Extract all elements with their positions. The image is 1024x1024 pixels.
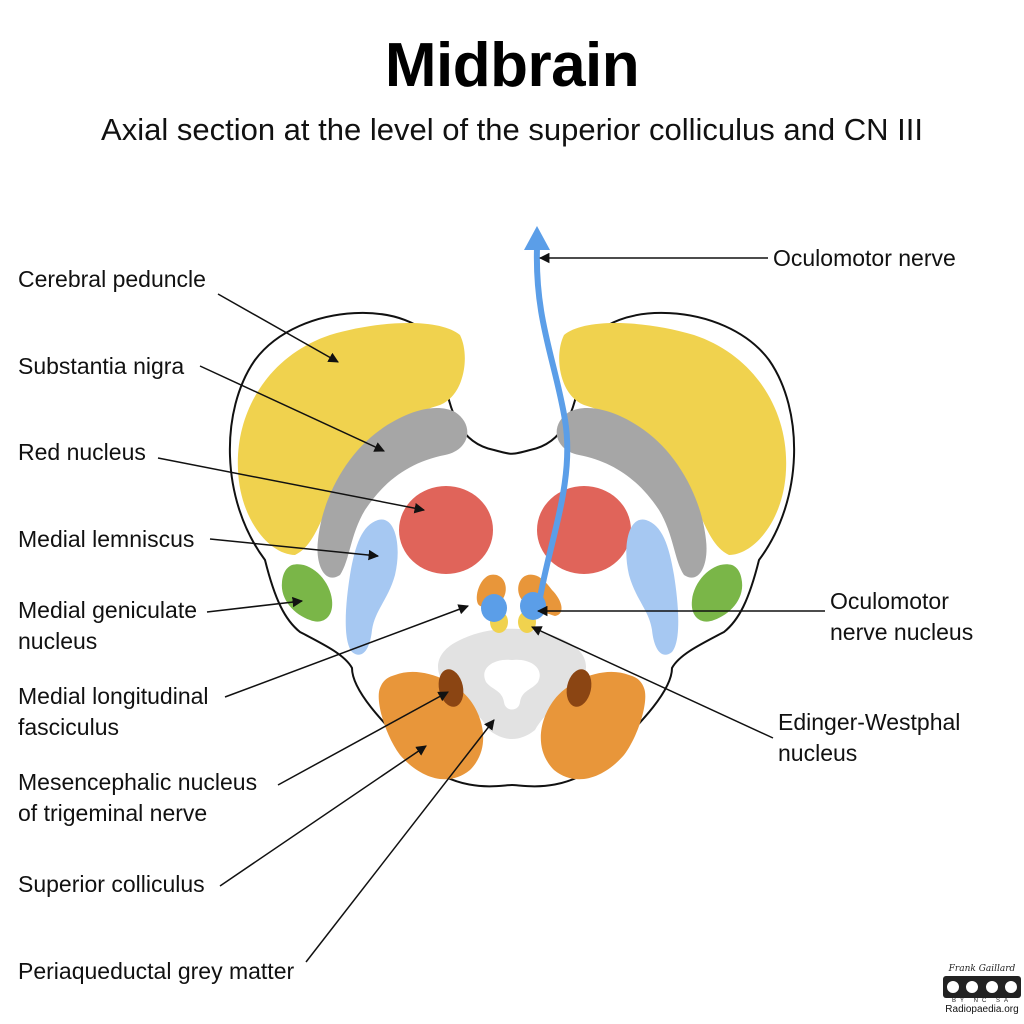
label-edinger-westphal: Edinger-Westphal nucleus bbox=[778, 707, 960, 769]
substantia-nigra-right bbox=[556, 408, 707, 578]
label-oculomotor-nucleus: Oculomotor nerve nucleus bbox=[830, 586, 973, 648]
oculomotor-nerve-fiber bbox=[533, 245, 571, 601]
medial-lemniscus-left bbox=[345, 519, 398, 655]
site-name[interactable]: Radiopaedia.org bbox=[945, 1004, 1019, 1015]
mesencephalic-nucleus-right bbox=[566, 669, 592, 707]
label-edinger-westphal-line2: nucleus bbox=[778, 740, 858, 766]
label-edinger-westphal-line1: Edinger-Westphal bbox=[778, 709, 961, 735]
label-medial-geniculate-line1: Medial geniculate bbox=[18, 597, 198, 623]
medial-lemniscus-right bbox=[626, 519, 679, 655]
author-signature: Frank Gaillard bbox=[948, 964, 1016, 974]
label-medial-longitudinal-line1: Medial longitudinal bbox=[18, 683, 209, 709]
red-nucleus-left bbox=[399, 486, 493, 574]
label-mesencephalic-line2: of trigeminal nerve bbox=[18, 800, 208, 826]
nc-icon bbox=[984, 980, 999, 994]
leader-superior-colliculus bbox=[219, 745, 427, 887]
leader-medial-longitudinal bbox=[224, 604, 469, 698]
by-icon bbox=[965, 980, 980, 994]
label-oculomotor-nucleus-line1: Oculomotor bbox=[830, 588, 949, 614]
cc-license-badge bbox=[943, 976, 1021, 998]
credit-block: Frank Gaillard BY NC SA Radiopaedia.org bbox=[942, 964, 1022, 1015]
label-oculomotor-nerve: Oculomotor nerve bbox=[773, 245, 956, 271]
leader-cerebral-peduncle bbox=[217, 293, 339, 363]
label-periaqueductal: Periaqueductal grey matter bbox=[18, 958, 295, 984]
leader-periaqueductal bbox=[305, 719, 495, 963]
leader-medial-geniculate bbox=[206, 596, 304, 613]
leader-edinger-westphal bbox=[531, 626, 774, 739]
label-superior-colliculus: Superior colliculus bbox=[18, 871, 205, 897]
leader-medial-lemniscus bbox=[209, 538, 380, 561]
label-mesencephalic-line1: Mesencephalic nucleus bbox=[18, 769, 258, 795]
leader-substantia-nigra bbox=[199, 365, 385, 452]
oculomotor-nerve-arrowhead bbox=[524, 226, 550, 250]
label-mesencephalic: Mesencephalic nucleus of trigeminal nerv… bbox=[18, 767, 257, 829]
label-medial-longitudinal-line2: fasciculus bbox=[18, 714, 119, 740]
sa-icon bbox=[1004, 980, 1019, 994]
substantia-nigra-left bbox=[317, 408, 468, 578]
label-red-nucleus: Red nucleus bbox=[18, 439, 146, 465]
label-cerebral-peduncle: Cerebral peduncle bbox=[18, 266, 206, 292]
page-subtitle: Axial section at the level of the superi… bbox=[101, 112, 923, 147]
label-medial-lemniscus: Medial lemniscus bbox=[18, 526, 195, 552]
superior-colliculus-right bbox=[540, 671, 646, 780]
cerebral-peduncle-left bbox=[237, 322, 465, 555]
leader-mesencephalic bbox=[277, 691, 449, 786]
license-text: BY NC SA bbox=[952, 998, 1012, 1004]
label-medial-geniculate-line2: nucleus bbox=[18, 628, 98, 654]
cerebral-peduncle-right bbox=[559, 322, 787, 555]
medial-geniculate-right bbox=[691, 564, 743, 622]
page-title: Midbrain bbox=[384, 31, 640, 100]
label-medial-longitudinal: Medial longitudinal fasciculus bbox=[18, 681, 209, 743]
red-nucleus-right bbox=[537, 486, 631, 574]
oculomotor-nucleus-left bbox=[481, 594, 507, 622]
label-substantia-nigra: Substantia nigra bbox=[18, 353, 185, 379]
leader-red-nucleus bbox=[157, 457, 426, 514]
cerebral-aqueduct bbox=[484, 659, 540, 710]
cc-icon bbox=[945, 980, 960, 994]
label-oculomotor-nucleus-line2: nerve nucleus bbox=[830, 619, 974, 645]
label-medial-geniculate: Medial geniculate nucleus bbox=[18, 595, 197, 657]
